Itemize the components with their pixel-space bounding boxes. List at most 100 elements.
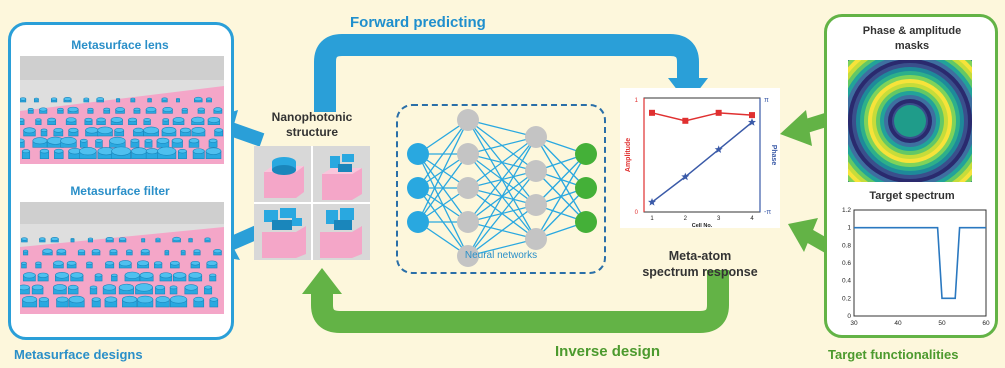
pillar-top bbox=[70, 272, 84, 279]
nn-node bbox=[407, 211, 429, 233]
pillar-top bbox=[162, 118, 169, 122]
pillar-top bbox=[27, 107, 34, 111]
pillar-top bbox=[126, 249, 133, 253]
spectrum-y-tick: 1.2 bbox=[842, 207, 851, 214]
pillar-top bbox=[147, 97, 152, 101]
pillar-top bbox=[209, 273, 217, 278]
pillar-top bbox=[213, 107, 223, 112]
pillar-top bbox=[23, 249, 29, 253]
pillar-top bbox=[169, 285, 178, 290]
pillar-top bbox=[193, 249, 201, 253]
amplitude-point bbox=[749, 112, 755, 119]
pillar-top bbox=[180, 249, 186, 253]
pillar-top bbox=[56, 296, 69, 303]
pillar-top bbox=[50, 97, 58, 101]
target-spectrum-title: Target spectrum bbox=[869, 190, 955, 202]
pillar-top bbox=[143, 126, 159, 134]
pillar-top bbox=[130, 138, 140, 143]
pillar-top bbox=[79, 147, 97, 156]
pillar-top bbox=[21, 237, 28, 241]
pillar-top bbox=[103, 107, 111, 112]
pillar-top bbox=[50, 237, 59, 241]
pillar-top bbox=[109, 136, 126, 145]
pillar-top bbox=[145, 148, 159, 155]
y-right-tick: -π bbox=[764, 209, 771, 216]
y-left-tick: 0 bbox=[635, 210, 639, 216]
pillar-top bbox=[141, 237, 146, 241]
pillar-top bbox=[38, 297, 49, 302]
pillar-top bbox=[154, 261, 163, 266]
nn-node bbox=[407, 143, 429, 165]
pillar-top bbox=[63, 97, 72, 101]
response-caption-line2: spectrum response bbox=[642, 265, 758, 279]
pillar-top bbox=[118, 260, 132, 267]
forward-arrow bbox=[314, 34, 699, 112]
nn-edge bbox=[467, 136, 537, 155]
pillar-top bbox=[115, 107, 125, 112]
nn-node bbox=[525, 194, 547, 216]
pillar-top bbox=[188, 272, 203, 279]
phase-line bbox=[651, 121, 753, 203]
pillar-top bbox=[188, 237, 193, 241]
nn-edge bbox=[535, 153, 587, 240]
pillar-top bbox=[47, 117, 57, 122]
mask-center bbox=[894, 105, 926, 137]
pillar-top bbox=[23, 127, 36, 134]
pillar-top bbox=[91, 297, 101, 302]
phase-point bbox=[748, 118, 756, 126]
pillar-top bbox=[213, 249, 222, 254]
pillar-top bbox=[68, 127, 79, 133]
amplitude-line bbox=[651, 112, 753, 122]
inverse-label: Inverse design bbox=[555, 343, 661, 360]
neural-network-box bbox=[396, 104, 606, 274]
nanophotonic-title: Nanophotonic structure bbox=[271, 110, 353, 139]
pillar-top bbox=[184, 284, 198, 291]
pillar-top bbox=[91, 249, 101, 254]
pillar-top bbox=[144, 138, 153, 143]
pillar-top bbox=[20, 138, 25, 143]
pillar-top bbox=[172, 272, 187, 279]
unit-cell-1 bbox=[264, 157, 304, 198]
pillar-top bbox=[55, 272, 69, 279]
pillar-top bbox=[143, 118, 151, 122]
pillar-top bbox=[206, 260, 218, 266]
pillar-top bbox=[83, 97, 90, 101]
nn-node bbox=[525, 126, 547, 148]
pillar-top bbox=[42, 248, 53, 254]
nn-edge bbox=[467, 238, 537, 257]
pillar-top bbox=[57, 107, 64, 112]
pillar-top bbox=[157, 146, 177, 156]
pillar-top bbox=[124, 271, 140, 279]
pillar-top bbox=[194, 96, 203, 102]
pillar-top bbox=[181, 107, 188, 111]
spectrum-x-tick: 50 bbox=[938, 320, 946, 327]
designs-caption: Metasurface designs bbox=[14, 347, 143, 362]
pillar-top bbox=[95, 138, 103, 143]
nn-edge bbox=[535, 187, 587, 240]
pillar-top bbox=[84, 117, 93, 122]
nn-edge bbox=[467, 204, 537, 257]
pillar-top bbox=[172, 117, 185, 123]
mask-title-line2: masks bbox=[894, 40, 930, 52]
unit-cell-3 bbox=[262, 208, 306, 258]
pillar-top bbox=[77, 249, 86, 253]
pillar-top bbox=[39, 237, 46, 241]
pillar-top bbox=[156, 137, 170, 144]
spectrum-x-tick: 30 bbox=[850, 320, 858, 327]
spectrum-y-tick: 0.8 bbox=[842, 242, 851, 249]
pillar-top bbox=[205, 147, 222, 155]
pillar-top bbox=[32, 137, 48, 145]
pillar-top bbox=[65, 117, 77, 123]
pillar-top bbox=[23, 272, 36, 279]
response-caption: Meta-atom spectrum response bbox=[620, 248, 780, 280]
pillar-top bbox=[204, 285, 213, 290]
nn-edge bbox=[467, 119, 537, 138]
pillar-top bbox=[20, 97, 27, 101]
amplitude-point bbox=[649, 109, 655, 116]
pillar-top bbox=[35, 118, 42, 122]
pillar-top bbox=[79, 138, 88, 143]
forward-label: Forward predicting bbox=[350, 14, 486, 31]
pillar-top bbox=[53, 260, 64, 266]
